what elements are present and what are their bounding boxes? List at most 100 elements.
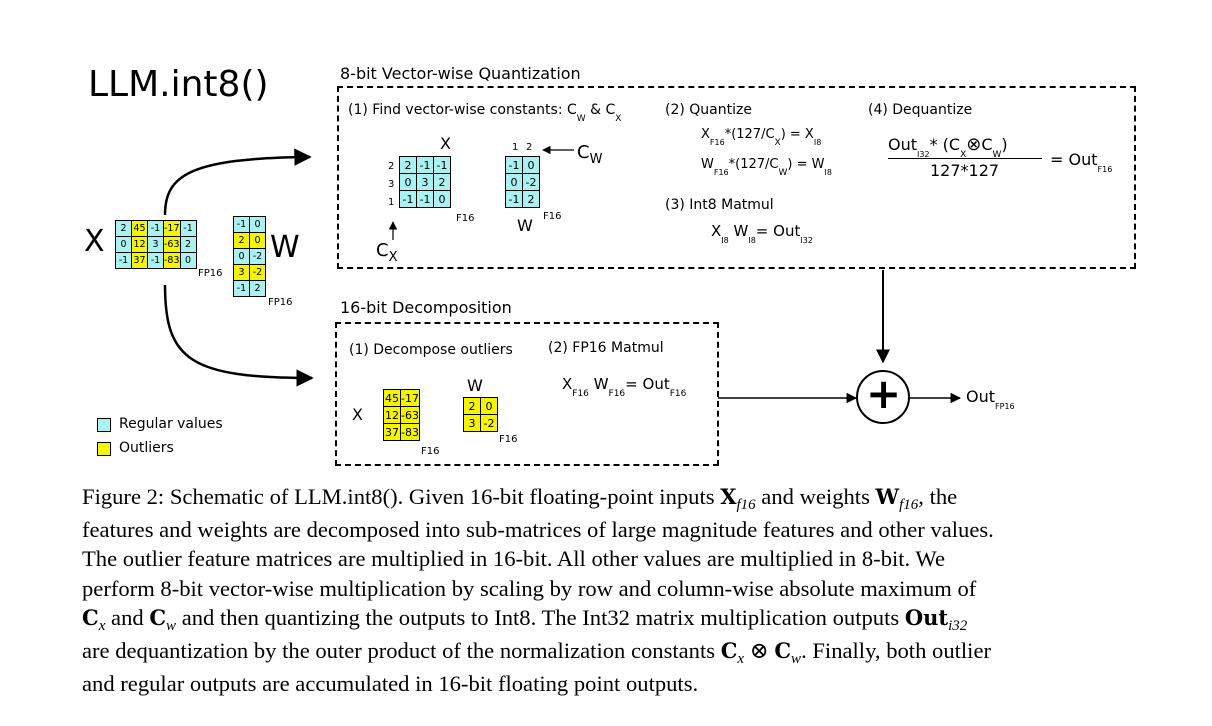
quant-eq-w: WF16*(127/CW) = WI8 (701, 157, 832, 178)
arrow-to-quantization (163, 148, 312, 216)
matrix-cell: 2 (115, 220, 132, 237)
matrix-cell: -1 (233, 216, 250, 233)
matrix-cell: 0 (433, 190, 451, 208)
matrix-cell: -83 (163, 252, 181, 269)
quant-cx-label: CX (376, 240, 398, 265)
row-scale-value: 2 (388, 161, 395, 172)
matrix-cell: -17 (400, 389, 420, 407)
matrix-cell: -63 (163, 236, 181, 253)
matrix-cell: 12 (131, 236, 148, 253)
caption-line-1: Figure 2: Schematic of LLM.int8(). Given… (82, 484, 958, 513)
dequant-numerator: OutI32* (CX⊗CW) (888, 134, 1008, 160)
col-scale-value: 1 (512, 142, 519, 153)
matrix-cell: 45 (383, 389, 401, 407)
decomp-w-label: W (467, 376, 483, 395)
matrix-cell: 3 (463, 414, 481, 432)
matrix-cell: 37 (131, 252, 148, 269)
quant-eq-x: XF16*(127/CX) = XI8 (701, 127, 822, 148)
plus-sign: + (866, 369, 902, 418)
decomp-step2-label: (2) FP16 Matmul (548, 340, 664, 356)
quant-w-fp-label: F16 (543, 211, 562, 222)
sum-circle (856, 370, 910, 424)
row-scale-value: 3 (388, 179, 395, 190)
matrix-cell: -1 (147, 220, 164, 237)
matrix-cell: -2 (480, 414, 498, 432)
matrix-cell: 0 (505, 173, 523, 191)
decomp-step1-label: (1) Decompose outliers (349, 342, 513, 358)
quant-x-fp-label: F16 (456, 213, 475, 224)
caption-line-3: The outlier feature matrices are multipl… (82, 546, 945, 572)
decomp-w-fp-label: F16 (499, 434, 518, 445)
matrix-cell: -17 (163, 220, 181, 237)
matrix-cell: 12 (383, 406, 401, 424)
decomposition-box (335, 322, 719, 466)
matrix-row: 0-2 (505, 173, 540, 191)
matrix-cell: 0 (480, 397, 498, 415)
matrix-cell: 0 (399, 173, 417, 191)
int8-matmul-equation: XI8 WI8= OutI32 (711, 222, 813, 245)
quant-w-label: W (517, 216, 533, 235)
matrix-row: 3-2 (233, 264, 266, 281)
matrix-cell: 45 (131, 220, 148, 237)
input-w-fp-label: FP16 (268, 297, 293, 308)
matrix-cell: -1 (416, 190, 434, 208)
matrix-cell: 0 (233, 248, 250, 265)
matrix-cell: -1 (147, 252, 164, 269)
connector-arrows (163, 145, 962, 424)
quant-step3-label: (3) Int8 Matmul (665, 197, 774, 213)
quant-step1-label: (1) Find vector-wise constants: CW & CX (348, 102, 622, 124)
matrix-cell: -2 (249, 264, 266, 281)
matrix-cell: 2 (399, 156, 417, 174)
dequant-denominator: 127*127 (930, 161, 1000, 180)
caption-line-5: Cx and Cw and then quantizing the output… (82, 604, 968, 634)
col-scale-value: 2 (526, 142, 533, 153)
matrix-cell: -1 (233, 280, 250, 297)
quant-x-row-scales: 2 3 1 (388, 158, 394, 212)
dequant-fraction-bar (888, 158, 1042, 159)
matrix-row: 2-1-1 (399, 156, 451, 174)
matrix-cell: 3 (416, 173, 434, 191)
matrix-cell: 2 (522, 190, 540, 208)
matrix-cell: 2 (179, 236, 197, 253)
matrix-cell: -2 (249, 248, 266, 265)
matrix-cell: 2 (463, 397, 481, 415)
matrix-cell: 2 (233, 232, 250, 249)
matrix-cell: -1 (433, 156, 451, 174)
matrix-cell: 0 (249, 216, 266, 233)
output-label: OutFP16 (966, 387, 1015, 411)
caption-line-2: features and weights are decomposed into… (82, 517, 994, 543)
quant-step2-label: (2) Quantize (665, 102, 752, 118)
matrix-row: 37-83 (383, 423, 420, 441)
matrix-row: 12-63 (383, 406, 420, 424)
matrix-cell: 0 (115, 236, 132, 253)
input-x-fp-label: FP16 (198, 268, 223, 279)
matrix-cell: -2 (522, 173, 540, 191)
matrix-cell: -1 (179, 220, 197, 237)
matrix-cell: 2 (433, 173, 451, 191)
matrix-cell: -1 (416, 156, 434, 174)
quant-x-label: X (440, 134, 451, 153)
matrix-cell: 3 (233, 264, 250, 281)
input-x-label: X (84, 224, 105, 259)
matrix-cell: 0 (522, 156, 540, 174)
legend-label-outliers: Outliers (119, 440, 174, 456)
row-scale-value: 1 (388, 197, 395, 208)
decomp-x-fp-label: F16 (421, 446, 440, 457)
dequant-rhs: = OutF16 (1050, 150, 1113, 174)
legend-label-regular: Regular values (119, 416, 223, 432)
caption-line-4: perform 8-bit vector-wise multiplication… (82, 575, 977, 601)
decomp-x-label: X (352, 405, 363, 424)
diagram-title: LLM.int8() (88, 64, 269, 105)
figure-caption: Figure 2: Schematic of LLM.int8(). Given… (82, 482, 1152, 698)
